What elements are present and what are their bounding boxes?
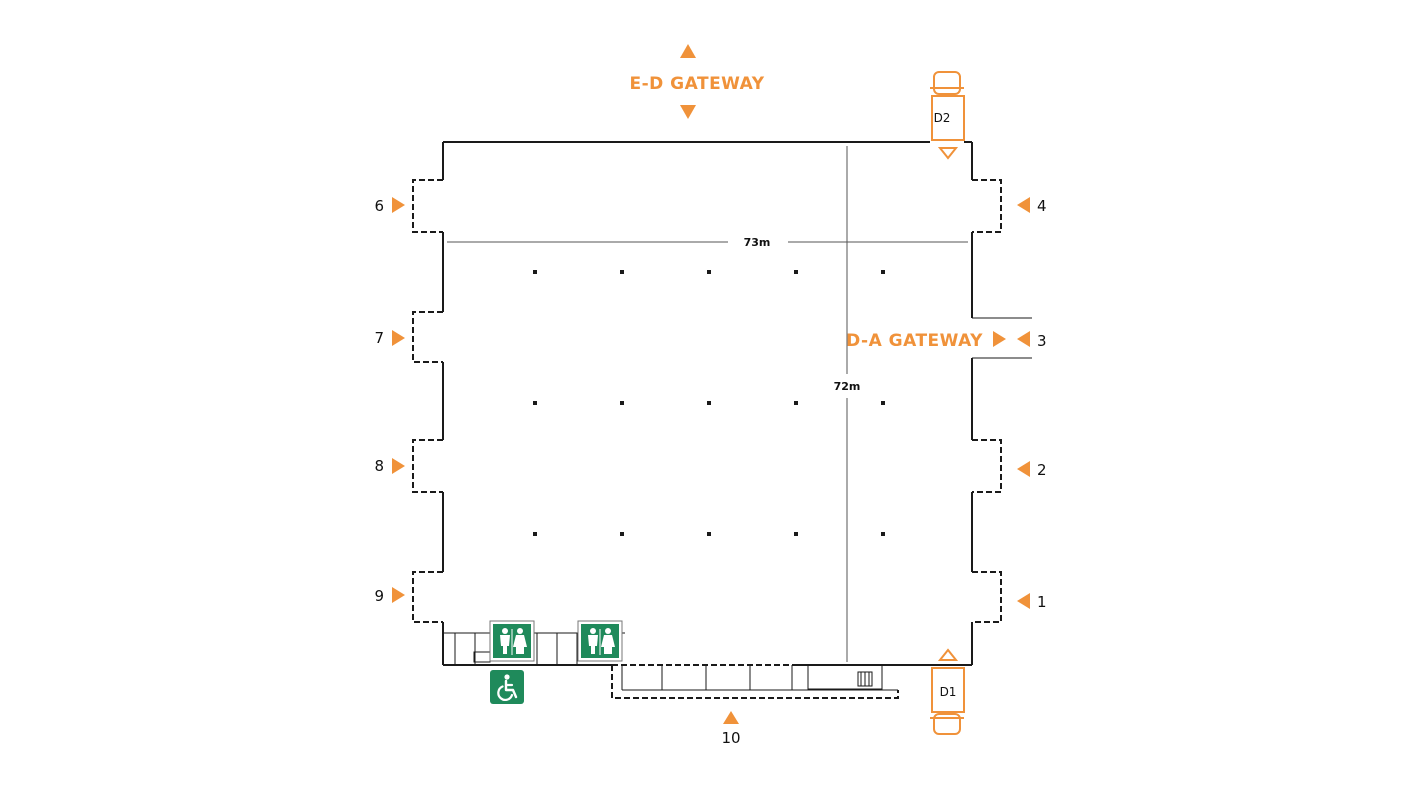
gateway-da[interactable]: D-A GATEWAY: [846, 331, 1006, 351]
dock-d2[interactable]: D2: [930, 71, 965, 160]
entrance-number: 3: [1037, 332, 1047, 350]
entrance-10[interactable]: 10: [721, 711, 741, 747]
width-label: 73m: [744, 236, 771, 249]
entrance-number: 2: [1037, 461, 1047, 479]
entrance-number: 8: [374, 457, 384, 475]
entrance-4[interactable]: 4: [1017, 197, 1047, 215]
entrance-number: 4: [1037, 197, 1047, 215]
arrow-left-icon: [1017, 593, 1030, 609]
entrance-number: 1: [1037, 593, 1047, 611]
entrance-9[interactable]: 9: [374, 587, 405, 605]
arrow-right-icon: [392, 330, 405, 346]
columns: [533, 270, 885, 536]
dock-d1-label: D1: [940, 685, 957, 699]
arrow-up-icon: [680, 44, 696, 58]
dock-d2-label: D2: [934, 111, 951, 125]
arrow-right-icon: [392, 197, 405, 213]
toilet-icon: [489, 620, 535, 662]
gateway-ed-label: E-D GATEWAY: [629, 74, 764, 94]
entrance-2[interactable]: 2: [1017, 461, 1047, 479]
arrow-right-icon: [392, 458, 405, 474]
entrance-7[interactable]: 7: [374, 329, 405, 347]
entrance-8[interactable]: 8: [374, 457, 405, 475]
dimension-width: 73m: [447, 236, 968, 249]
truck-trailer-icon: [931, 667, 965, 713]
gateway-da-label: D-A GATEWAY: [846, 331, 983, 351]
dimension-depth: 72m: [834, 146, 861, 662]
hall-outline: [442, 141, 1032, 666]
arrow-down-icon: [680, 105, 696, 119]
truck-cab-icon: [933, 71, 961, 95]
arrow-left-icon: [1017, 461, 1030, 477]
arrow-left-icon: [1017, 331, 1030, 347]
truck-trailer-icon: [931, 95, 965, 141]
truck-cab-icon: [933, 713, 961, 735]
toilet-icon: [577, 620, 623, 662]
entrance-1[interactable]: 1: [1017, 593, 1047, 611]
arrow-right-icon: [993, 331, 1006, 347]
arrow-down-icon: [937, 147, 959, 160]
entrance-bays: [412, 179, 1002, 699]
entrance-number: 6: [374, 197, 384, 215]
arrow-left-icon: [1017, 197, 1030, 213]
entrance-number: 7: [374, 329, 384, 347]
dock-d1[interactable]: D1: [930, 648, 965, 735]
arrow-up-icon: [723, 711, 739, 724]
gateway-ed[interactable]: E-D GATEWAY: [629, 44, 764, 119]
arrow-up-icon: [937, 648, 959, 661]
depth-label: 72m: [834, 380, 861, 393]
entrance-3[interactable]: 3: [1017, 331, 1047, 350]
wheelchair-icon: [490, 670, 524, 704]
entrance-number: 9: [374, 587, 384, 605]
entrance-number: 10: [721, 729, 740, 747]
entrance-6[interactable]: 6: [374, 197, 405, 215]
arrow-right-icon: [392, 587, 405, 603]
